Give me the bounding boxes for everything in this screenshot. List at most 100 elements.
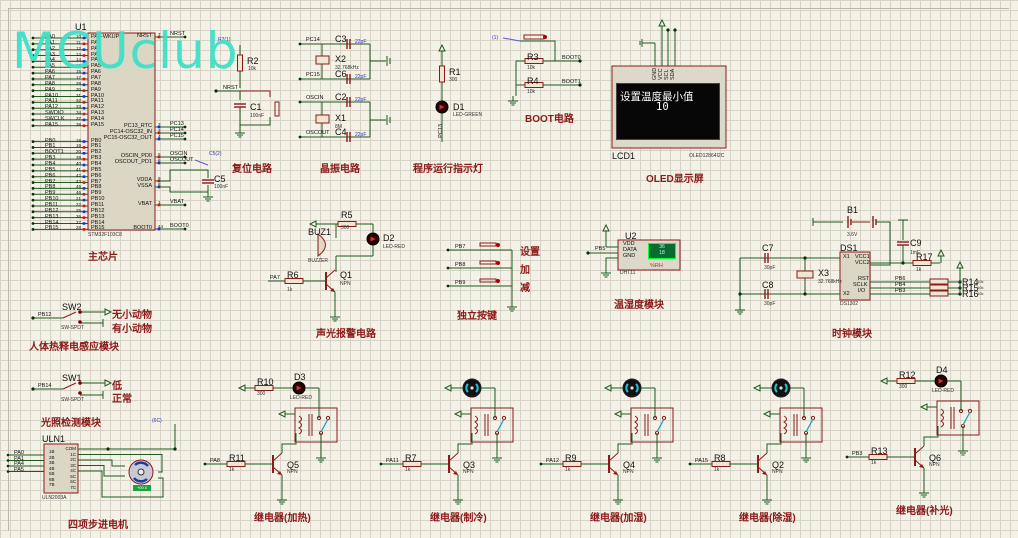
r4-value: 10k	[527, 89, 536, 95]
mcu-net-label: BOOT0	[170, 223, 189, 229]
power-terminal-icon	[937, 248, 945, 257]
pin-state-marker	[82, 106, 86, 110]
oled-ref: LCD1	[612, 151, 636, 161]
pin-state-marker	[82, 163, 86, 167]
mcu-pin-terminal	[31, 151, 35, 155]
mcu-pin-number: 38	[76, 121, 82, 127]
x3-crystal-body	[796, 270, 814, 279]
relay-body	[630, 407, 674, 443]
mcu-pin-terminal	[31, 175, 35, 179]
relay-resistor-ref: R11	[229, 453, 245, 463]
pullup-value: 10k	[977, 285, 984, 290]
r2-value: 10k	[248, 66, 257, 72]
relay-coil-icon	[940, 408, 944, 428]
mcu-pin-terminal	[31, 227, 35, 231]
mcu-pin-terminal	[31, 36, 35, 40]
mcu-net-label: PB9	[45, 190, 56, 197]
c5-ref: C5	[214, 174, 226, 184]
mcu-pin-number: 5	[158, 152, 161, 157]
pin-state-marker	[157, 161, 161, 165]
mcu-net-label: PA10	[45, 92, 59, 99]
relay-led-resistor	[254, 385, 274, 391]
mcu-pin-number: 28	[76, 225, 82, 231]
junction-dot	[803, 292, 807, 296]
mcu-pin-name: PB14	[91, 219, 105, 226]
mcu-pin-number: 8	[158, 182, 161, 187]
pin-state-marker	[82, 222, 86, 225]
mcu-pin-name: PB6	[91, 172, 102, 179]
nrst-net-label: NRST	[223, 85, 238, 91]
relay-net-label: PA15	[695, 458, 709, 464]
relay-net-label: PA11	[386, 458, 399, 464]
pir-net-label: PB12	[38, 312, 52, 318]
pin-state-marker	[157, 227, 161, 231]
section-title-alarm: 声光报警电路	[316, 329, 376, 340]
sw1-part: SW-SPDT	[61, 397, 84, 403]
r1-ref: R1	[449, 67, 461, 77]
net-terminal	[379, 462, 383, 466]
transistor-collector	[325, 269, 336, 279]
button-body-1	[479, 260, 497, 265]
junction-dot	[673, 28, 677, 32]
mcu-net-label: PA9	[45, 86, 55, 93]
relay-switch	[962, 411, 971, 426]
relay-net-label: PA12	[546, 458, 560, 464]
relay-led-ref: D3	[294, 372, 306, 382]
mcu-pin-number: 16	[76, 69, 82, 75]
mcu-net-label: PB8	[45, 184, 56, 191]
crystal-cap-value: 22pF	[355, 132, 367, 138]
pullup-value: 10k	[977, 291, 984, 296]
mcu-net-label: OSCOUT	[170, 157, 194, 163]
relay-base-resistor	[226, 461, 246, 467]
mcu-pin-name: OSCOUT_PD1	[114, 159, 152, 165]
mcu-net-label: PB7	[45, 178, 56, 185]
relay-transistor-ref: Q5	[287, 460, 300, 470]
relay-coil-icon	[634, 415, 638, 435]
d2-ref: D2	[383, 233, 395, 243]
fan-blade	[465, 383, 469, 393]
mcu-pin-name: PA2	[91, 45, 101, 52]
dht-net-label: PB5	[595, 246, 606, 252]
relay-switch	[320, 418, 329, 433]
mcu-net-label: PC13	[170, 121, 184, 127]
mcu-pin-terminal	[31, 71, 35, 75]
pin-state-marker	[157, 131, 161, 135]
pullup-resistor-body	[929, 284, 949, 291]
fan-blade	[635, 383, 639, 393]
transistor-collector	[914, 445, 925, 455]
dht-part-number: DHT11	[620, 270, 636, 276]
button-body-2	[479, 278, 497, 283]
mcu-pin-number: 11	[76, 39, 81, 45]
mcu-chip-body	[87, 32, 156, 231]
uln-pin-name: 4C	[70, 468, 76, 473]
relay-led-resistor-ref: R10	[257, 377, 274, 387]
mcu-pin-name: PB12	[91, 207, 105, 214]
x2-crystal-body	[315, 55, 330, 65]
mcu-pin-name: PA8	[91, 80, 101, 87]
relay-led-value: LED-RED	[932, 388, 954, 394]
net-terminal	[203, 462, 207, 466]
pullup-resistor-body	[929, 278, 949, 285]
uln-pin-name: 1B	[49, 449, 55, 454]
stepper-coil-wire	[98, 470, 164, 498]
ds1302-pin-x2: X2	[843, 291, 850, 297]
power-terminal-icon	[453, 410, 462, 418]
net-terminal	[183, 131, 187, 135]
power-terminal-icon	[762, 410, 771, 418]
power-terminal-icon	[603, 384, 612, 392]
mcu-pin-number: 21	[76, 196, 82, 202]
section-title-run-led: 程序运行指示灯	[413, 164, 483, 175]
r2-resistor	[237, 54, 243, 72]
stepper-com-wire	[98, 424, 176, 450]
mcu-pin-terminal	[31, 106, 35, 110]
relay-led-resistor-ref: R12	[899, 370, 916, 380]
pin-state-marker	[157, 35, 161, 39]
boot1-net-label: BOOT1	[562, 79, 581, 85]
mcu-net-label: PA2	[45, 45, 55, 52]
mcu-pin-terminal	[31, 192, 35, 196]
mcu-net-label: PC14	[170, 127, 184, 133]
led-glyph	[938, 378, 944, 384]
mcu-pin-number: 15	[76, 63, 82, 69]
uln-pin-name: COM	[65, 446, 77, 451]
section-title-clock: 时钟模块	[832, 329, 872, 340]
